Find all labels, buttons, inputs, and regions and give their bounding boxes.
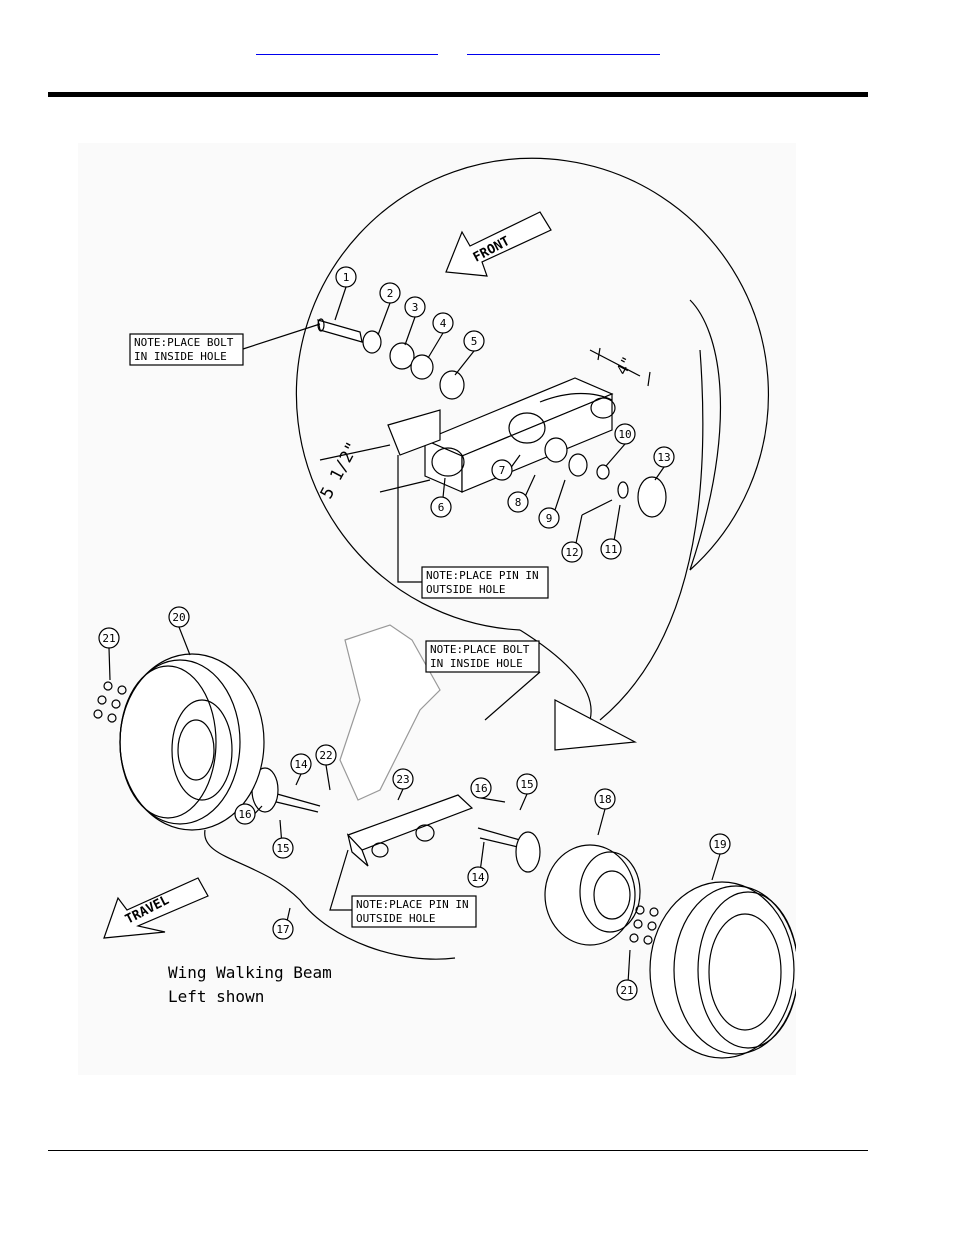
callout-label: 6 xyxy=(438,501,445,514)
callout-14: 14 xyxy=(291,754,311,785)
callout-label: 15 xyxy=(276,842,289,855)
callout-8: 8 xyxy=(508,475,535,512)
callout-20: 20 xyxy=(169,607,190,655)
callout-label: 1 xyxy=(343,271,350,284)
svg-text:IN INSIDE HOLE: IN INSIDE HOLE xyxy=(134,350,227,363)
callout-label: 16 xyxy=(238,808,251,821)
note-box-4: NOTE:PLACE PIN IN OUTSIDE HOLE xyxy=(330,850,476,927)
note-box-1: NOTE:PLACE BOLT IN INSIDE HOLE xyxy=(130,324,320,365)
callout-15: 15 xyxy=(517,774,537,810)
dimension-left: 5 1/2" xyxy=(317,439,363,503)
top-link-2[interactable] xyxy=(467,38,660,55)
callout-3: 3 xyxy=(405,297,425,345)
callout-19: 19 xyxy=(710,834,730,880)
callout-label: 19 xyxy=(713,838,726,851)
caption-line-1: Wing Walking Beam xyxy=(168,963,332,982)
callout-label: 13 xyxy=(657,451,670,464)
callout-label: 9 xyxy=(546,512,553,525)
note-box-3: NOTE:PLACE BOLT IN INSIDE HOLE xyxy=(426,641,540,720)
callout-15: 15 xyxy=(273,820,293,858)
callout-21: 21 xyxy=(617,950,637,1000)
callout-label: 5 xyxy=(471,335,478,348)
right-rim xyxy=(545,845,640,945)
svg-text:IN INSIDE HOLE: IN INSIDE HOLE xyxy=(430,657,523,670)
parts-drawing: FRONT TRAVEL 4" 5 1/2" xyxy=(78,143,796,1075)
pointer-arrow xyxy=(555,700,635,750)
callout-14: 14 xyxy=(468,842,488,887)
callout-17: 17 xyxy=(273,908,293,939)
callout-1: 1 xyxy=(335,267,356,320)
front-arrow: FRONT xyxy=(446,212,551,276)
callout-label: 20 xyxy=(172,611,185,624)
callout-label: 8 xyxy=(515,496,522,509)
callout-2: 2 xyxy=(378,283,400,335)
svg-text:NOTE:PLACE BOLT: NOTE:PLACE BOLT xyxy=(430,643,530,656)
callout-label: 4 xyxy=(440,317,447,330)
walking-beam-detail: 4" 5 1/2" xyxy=(317,348,650,502)
callout-5: 5 xyxy=(455,331,484,375)
callout-21: 21 xyxy=(99,628,119,680)
callout-label: 10 xyxy=(618,428,631,441)
top-link-1[interactable] xyxy=(256,38,438,55)
callout-label: 16 xyxy=(474,782,487,795)
callout-11: 11 xyxy=(601,505,621,559)
svg-text:NOTE:PLACE PIN IN: NOTE:PLACE PIN IN xyxy=(356,898,469,911)
callout-9: 9 xyxy=(539,480,565,528)
callout-label: 15 xyxy=(520,778,533,791)
callout-13: 13 xyxy=(654,447,674,480)
right-tire xyxy=(630,882,796,1058)
footer-rule xyxy=(48,1150,868,1151)
travel-arrow: TRAVEL xyxy=(104,878,208,938)
svg-text:NOTE:PLACE BOLT: NOTE:PLACE BOLT xyxy=(134,336,234,349)
group-bracket xyxy=(205,830,455,959)
callout-label: 2 xyxy=(387,287,394,300)
callout-18: 18 xyxy=(595,789,615,835)
callout-22: 22 xyxy=(316,745,336,790)
callout-4: 4 xyxy=(428,313,453,358)
callout-label: 14 xyxy=(294,758,308,771)
svg-text:OUTSIDE HOLE: OUTSIDE HOLE xyxy=(356,912,435,925)
header-rule xyxy=(48,92,868,97)
left-tire xyxy=(94,654,264,830)
caption-line-2: Left shown xyxy=(168,987,264,1006)
dimension-top: 4" xyxy=(613,353,637,377)
callout-label: 21 xyxy=(102,632,115,645)
callout-label: 18 xyxy=(598,793,611,806)
callout-23: 23 xyxy=(393,769,413,800)
callout-label: 12 xyxy=(565,546,578,559)
callout-12: 12 xyxy=(562,515,582,562)
callout-label: 23 xyxy=(396,773,409,786)
callout-label: 11 xyxy=(604,543,617,556)
callout-16: 16 xyxy=(471,778,505,802)
svg-text:OUTSIDE HOLE: OUTSIDE HOLE xyxy=(426,583,505,596)
callout-label: 7 xyxy=(499,464,506,477)
callout-label: 3 xyxy=(412,301,419,314)
callout-label: 17 xyxy=(276,923,289,936)
callout-label: 14 xyxy=(471,871,485,884)
callout-label: 21 xyxy=(620,984,633,997)
callout-label: 22 xyxy=(319,749,332,762)
svg-text:NOTE:PLACE PIN IN: NOTE:PLACE PIN IN xyxy=(426,569,539,582)
